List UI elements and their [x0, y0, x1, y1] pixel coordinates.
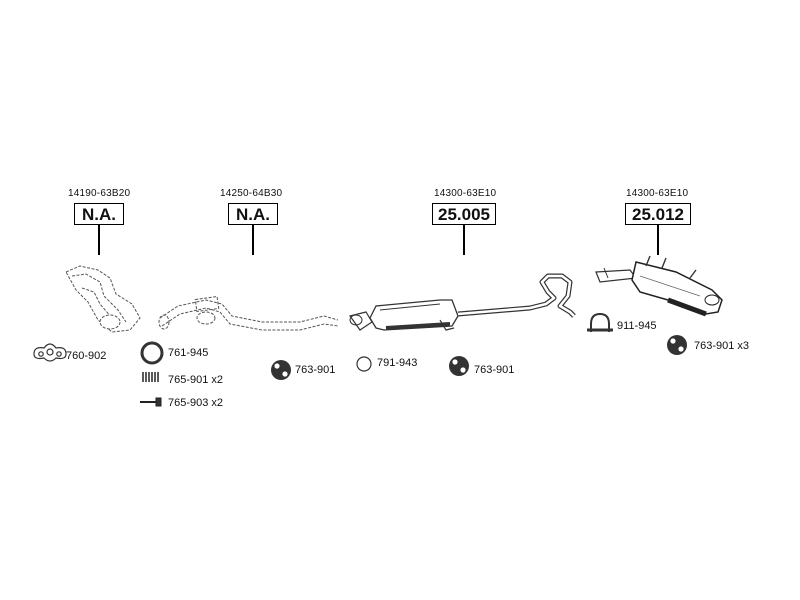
spring-icon[interactable] [142, 372, 159, 382]
front-pipe-drawing[interactable] [158, 295, 339, 331]
leader-line-catalyst [98, 225, 100, 255]
gasket-icon[interactable] [33, 343, 67, 362]
oem-number-rear-silencer: 14300-63E10 [626, 188, 689, 199]
rear-silencer-drawing[interactable] [595, 255, 723, 317]
part-label-ring-gasket: 761-945 [168, 347, 209, 359]
oem-number-front-pipe: 14250-64B30 [220, 188, 283, 199]
leader-line-rear-silencer [657, 225, 659, 255]
ring-gasket-icon[interactable] [140, 341, 164, 365]
part-number-box-front-pipe[interactable]: N.A. [228, 203, 278, 225]
leader-line-middle-silencer [463, 225, 465, 255]
rubber-hanger-icon[interactable] [449, 356, 469, 376]
rubber-hanger-icon[interactable] [271, 360, 291, 380]
part-label-hanger-1: 763-901 [295, 364, 336, 376]
part-label-u-clamp: 911-945 [617, 320, 657, 332]
oem-number-middle-silencer: 14300-63E10 [434, 188, 497, 199]
o-ring-icon[interactable] [356, 356, 372, 372]
middle-silencer-drawing[interactable] [348, 273, 576, 331]
leader-line-front-pipe [252, 225, 254, 255]
part-label-o-ring: 791-943 [377, 357, 418, 369]
part-number-box-catalyst[interactable]: N.A. [74, 203, 124, 225]
catalyst-drawing[interactable] [65, 265, 141, 333]
part-number-box-middle-silencer[interactable]: 25.005 [432, 203, 496, 225]
part-label-hanger-2: 763-901 [474, 364, 515, 376]
part-label-gasket: 760-902 [66, 350, 107, 362]
bolt-icon[interactable] [140, 397, 162, 407]
part-label-bolt: 765-903 x2 [168, 397, 224, 409]
part-label-spring: 765-901 x2 [168, 374, 224, 386]
part-label-hanger-3: 763-901 x3 [694, 340, 750, 352]
u-clamp-icon[interactable] [587, 312, 613, 332]
part-number-box-rear-silencer[interactable]: 25.012 [625, 203, 691, 225]
oem-number-catalyst: 14190-63B20 [68, 188, 131, 199]
rubber-hanger-icon[interactable] [667, 335, 687, 355]
